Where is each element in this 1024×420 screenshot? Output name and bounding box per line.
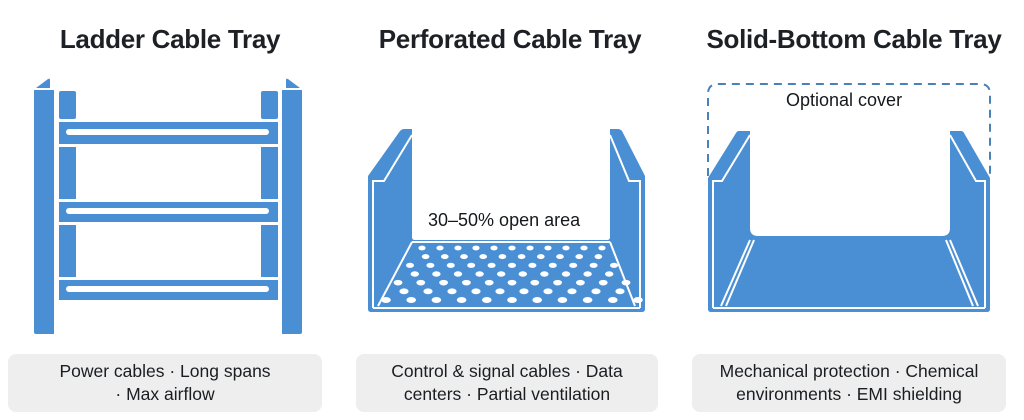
- ladder-tray-caption: Power cables · Long spans · Max airflow: [8, 354, 322, 412]
- optional-cover-outline: [707, 83, 991, 176]
- solid-caption-line1: Mechanical protection · Chemical: [719, 361, 979, 381]
- ladder-caption-line1: Power cables · Long spans: [59, 361, 271, 381]
- solid-bottom-tray-title: Solid-Bottom Cable Tray: [706, 24, 1002, 54]
- perforation-holes: [381, 245, 643, 303]
- optional-cover-label: Optional cover: [786, 90, 903, 110]
- solid-bottom-tray-panel: Solid-Bottom Cable Tray Optional cover M…: [684, 0, 1024, 420]
- open-area-label: 30–50% open area: [428, 210, 581, 230]
- solid-bottom-tray-icon: [707, 83, 991, 312]
- ladder-tray-icon: [34, 78, 302, 334]
- perforated-tray-panel: Perforated Cable Tray 30–50% open area C…: [340, 0, 680, 420]
- ladder-tray-panel: Ladder Cable Tray: [0, 0, 340, 420]
- ladder-tray-title: Ladder Cable Tray: [59, 24, 281, 54]
- perforated-tray-icon: [368, 129, 645, 312]
- perforated-tray-title: Perforated Cable Tray: [378, 24, 642, 54]
- solid-bottom-tray-caption: Mechanical protection · Chemical environ…: [692, 354, 1006, 412]
- solid-caption-line2: environments · EMI shielding: [736, 384, 962, 404]
- ladder-caption-line2: · Max airflow: [115, 384, 215, 404]
- perforated-tray-caption: Control & signal cables · Data centers ·…: [356, 354, 658, 412]
- perforated-caption-line1: Control & signal cables · Data: [391, 361, 623, 381]
- perforated-caption-line2: centers · Partial ventilation: [403, 384, 611, 404]
